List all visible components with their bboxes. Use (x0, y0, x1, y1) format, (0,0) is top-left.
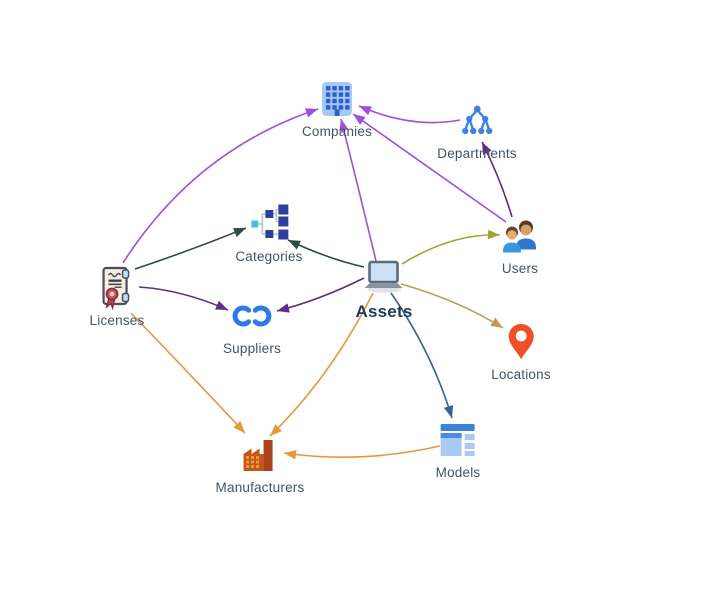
category-tree-icon (249, 202, 289, 246)
node-manufacturers[interactable]: Manufacturers (216, 433, 305, 495)
arrowhead (288, 240, 301, 250)
edge-departments-companies (358, 105, 461, 124)
node-locations[interactable]: Locations (491, 320, 551, 382)
arrowhead (359, 106, 372, 116)
edge-users-companies (352, 113, 507, 223)
arrowhead (490, 317, 503, 328)
building-icon (318, 77, 356, 121)
map-pin-icon (504, 320, 538, 364)
table-layout-icon (439, 418, 477, 462)
node-label-locations: Locations (491, 367, 551, 382)
node-label-suppliers: Suppliers (222, 341, 282, 356)
node-label-assets: Assets (355, 302, 413, 321)
node-assets[interactable]: Assets (356, 255, 413, 322)
arrowhead (233, 228, 246, 237)
arrowhead (443, 405, 454, 418)
edge-assets-users (401, 229, 501, 265)
node-licenses[interactable]: Licenses (90, 266, 145, 328)
certificate-icon (96, 266, 138, 311)
node-label-departments: Departments (437, 146, 517, 161)
arrowhead (215, 300, 228, 310)
arrowhead (353, 114, 366, 125)
laptop-icon (361, 255, 407, 299)
factory-icon (240, 433, 280, 477)
edge-assets-models (390, 292, 454, 419)
arrowhead (233, 420, 245, 433)
edge-assets-companies (339, 118, 377, 262)
people-icon (500, 214, 540, 258)
infinity-link-icon (230, 294, 274, 338)
edge-assets-manufacturers (269, 292, 374, 437)
node-suppliers[interactable]: Suppliers (223, 294, 281, 356)
node-models[interactable]: Models (436, 418, 481, 480)
edge-assets-locations (400, 283, 504, 329)
node-categories[interactable]: Categories (235, 202, 302, 264)
arrowhead (284, 449, 297, 460)
node-label-licenses: Licenses (89, 313, 145, 328)
edge-licenses-companies (122, 108, 319, 264)
arrowhead (277, 303, 290, 313)
node-label-companies: Companies (301, 124, 373, 139)
edge-licenses-categories (134, 227, 247, 270)
edge-licenses-manufacturers (130, 312, 246, 434)
edge-models-manufacturers (283, 445, 441, 460)
edge-licenses-suppliers (138, 286, 229, 311)
node-companies[interactable]: Companies (302, 77, 372, 139)
edge-assets-suppliers (276, 277, 365, 313)
edge-users-departments (481, 141, 513, 218)
node-label-manufacturers: Manufacturers (215, 480, 305, 495)
node-users[interactable]: Users (500, 214, 540, 276)
arrowhead (482, 142, 492, 155)
node-label-categories: Categories (235, 249, 303, 264)
node-departments[interactable]: Departments (437, 99, 517, 161)
node-label-models: Models (435, 465, 481, 480)
arrowhead (270, 424, 282, 436)
arrowhead (487, 229, 500, 240)
arrowhead (305, 108, 318, 118)
node-label-users: Users (501, 261, 539, 276)
edge-assets-categories (287, 239, 365, 268)
org-tree-icon (458, 99, 496, 143)
arrowhead (339, 119, 349, 132)
